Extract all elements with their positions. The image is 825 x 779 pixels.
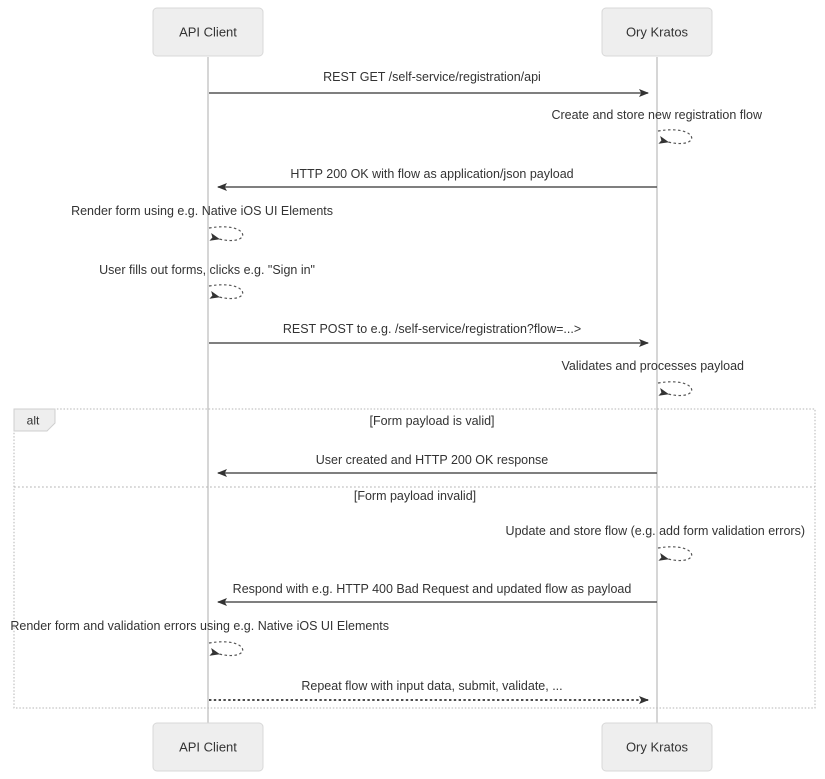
message-label-repeat-flow: Repeat flow with input data, submit, val… bbox=[301, 679, 562, 693]
selfloop-update-store-flow bbox=[657, 546, 693, 561]
participant-label-client-bottom: API Client bbox=[179, 739, 237, 754]
participant-label-kratos-top: Ory Kratos bbox=[626, 24, 689, 39]
message-update-store-flow: Update and store flow (e.g. add form val… bbox=[506, 524, 805, 561]
participant-label-client-top: API Client bbox=[179, 24, 237, 39]
message-label-render-form-errors: Render form and validation errors using … bbox=[10, 619, 389, 633]
selfloop-create-store-flow bbox=[657, 129, 693, 144]
message-rest-post: REST POST to e.g. /self-service/registra… bbox=[209, 322, 649, 347]
message-label-create-store-flow: Create and store new registration flow bbox=[551, 108, 762, 122]
participant-kratos-bottom[interactable]: Ory Kratos bbox=[601, 722, 713, 772]
participant-box-kratos-bottom[interactable] bbox=[601, 722, 713, 772]
message-label-update-store-flow: Update and store flow (e.g. add form val… bbox=[506, 524, 805, 538]
alt-condition-invalid: [Form payload invalid] bbox=[354, 489, 476, 503]
participant-client-bottom[interactable]: API Client bbox=[152, 722, 264, 772]
message-http-400: Respond with e.g. HTTP 400 Bad Request a… bbox=[217, 582, 657, 606]
message-label-validates-payload: Validates and processes payload bbox=[561, 359, 744, 373]
message-render-form: Render form using e.g. Native iOS UI Ele… bbox=[71, 204, 333, 241]
participant-box-client-bottom[interactable] bbox=[152, 722, 264, 772]
participant-label-kratos-bottom: Ory Kratos bbox=[626, 739, 689, 754]
participant-box-client-top[interactable] bbox=[152, 7, 264, 57]
alt-frame: alt [Form payload is valid] [Form payloa… bbox=[13, 408, 816, 709]
message-user-fills-forms: User fills out forms, clicks e.g. "Sign … bbox=[99, 263, 315, 299]
selfloop-validates-payload bbox=[657, 381, 693, 396]
message-http-200-ok: HTTP 200 OK with flow as application/jso… bbox=[217, 167, 657, 191]
message-user-created: User created and HTTP 200 OK response bbox=[217, 453, 657, 477]
message-label-http-400: Respond with e.g. HTTP 400 Bad Request a… bbox=[233, 582, 632, 596]
selfloop-render-form bbox=[208, 226, 244, 241]
message-create-store-flow: Create and store new registration flow bbox=[551, 108, 763, 144]
participant-box-kratos-top[interactable] bbox=[601, 7, 713, 57]
alt-frame-tag-shape bbox=[13, 408, 56, 432]
message-label-rest-get: REST GET /self-service/registration/api bbox=[323, 70, 541, 84]
message-render-form-errors: Render form and validation errors using … bbox=[10, 619, 389, 656]
participant-client-top[interactable]: API Client bbox=[152, 7, 264, 57]
alt-condition-valid: [Form payload is valid] bbox=[369, 414, 494, 428]
message-label-rest-post: REST POST to e.g. /self-service/registra… bbox=[283, 322, 581, 336]
message-rest-get: REST GET /self-service/registration/api bbox=[209, 70, 649, 97]
participant-kratos-top[interactable]: Ory Kratos bbox=[601, 7, 713, 57]
message-label-render-form: Render form using e.g. Native iOS UI Ele… bbox=[71, 204, 333, 218]
alt-frame-border bbox=[13, 408, 816, 709]
message-repeat-flow: Repeat flow with input data, submit, val… bbox=[209, 679, 649, 704]
lifelines bbox=[207, 57, 658, 725]
message-label-user-fills-forms: User fills out forms, clicks e.g. "Sign … bbox=[99, 263, 315, 277]
message-label-user-created: User created and HTTP 200 OK response bbox=[316, 453, 549, 467]
selfloop-user-fills-forms bbox=[208, 284, 244, 299]
alt-frame-tag-label: alt bbox=[27, 414, 40, 428]
message-label-http-200-ok: HTTP 200 OK with flow as application/jso… bbox=[290, 167, 573, 181]
message-validates-payload: Validates and processes payload bbox=[561, 359, 744, 396]
selfloop-render-form-errors bbox=[208, 641, 244, 656]
